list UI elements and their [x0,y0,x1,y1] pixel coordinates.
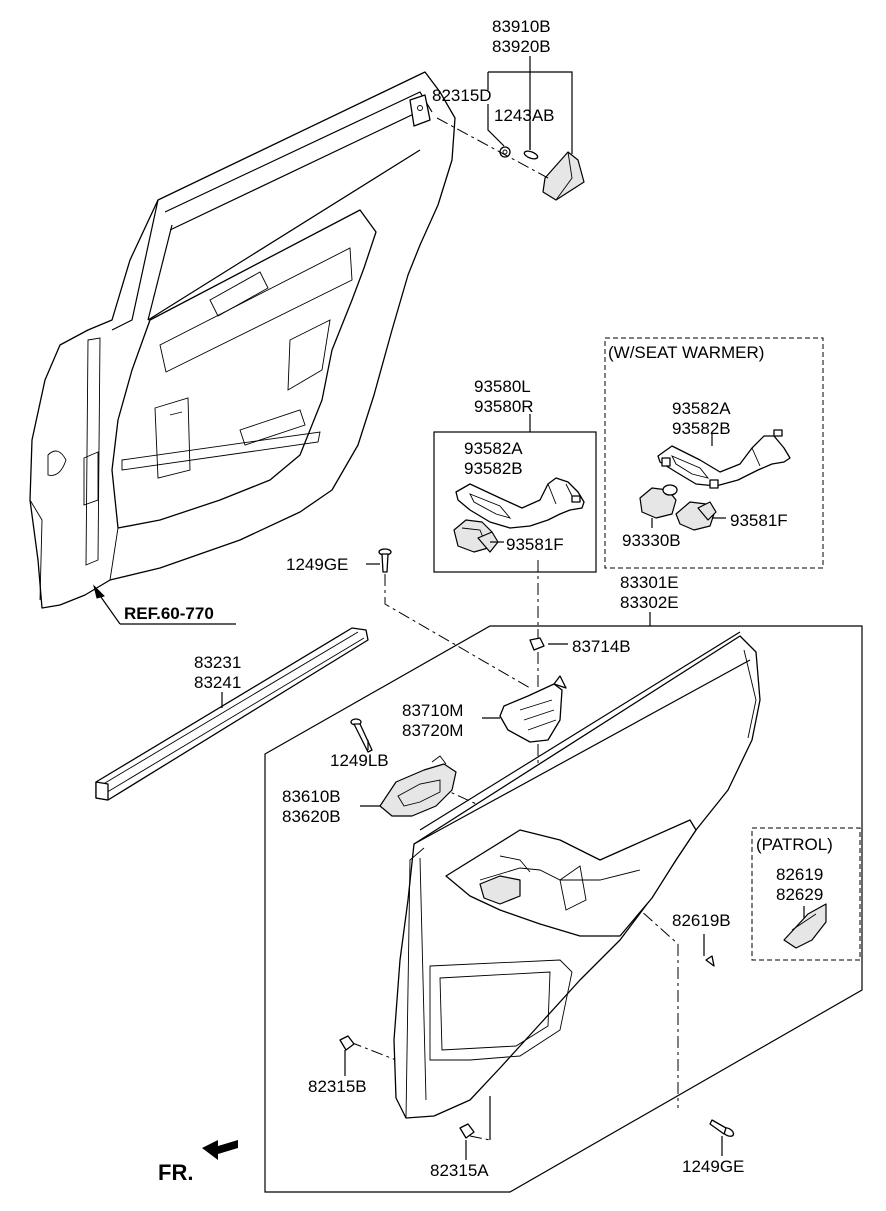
label-1249lb: 1249LB [330,751,389,770]
label-93582b-1: 93582B [464,459,523,478]
label-82619b: 82619B [672,911,731,930]
label-83241: 83241 [194,673,241,692]
label-1249ge-bottom: 1249GE [682,1157,744,1176]
label-82619: 82619 [776,865,823,884]
ref-label: REF.60-770 [124,604,214,623]
seat-warmer-option-box [604,337,824,569]
screw-1243ab [523,150,539,160]
clip-82315d [499,146,511,158]
seat-warmer-switch-part [639,484,678,519]
label-82315a: 82315A [430,1161,489,1180]
weatherstrip-part [95,627,369,801]
label-83610b: 83610B [282,787,341,806]
label-93580r: 93580R [474,397,534,416]
seat-warmer-bezel-part [657,429,791,489]
label-83714b: 83714B [572,637,631,656]
label-82315d: 82315D [432,86,492,105]
label-1243ab: 1243AB [494,106,555,125]
label-93330b: 93330B [622,531,681,550]
patrol-cover-part [783,903,827,949]
screw-1249lb [350,718,373,753]
door-trim-panel-part [393,631,761,1119]
reference-arrow-icon [93,584,236,625]
pull-handle-bracket-part [499,675,567,743]
switch-assembly-box [433,431,597,573]
switch-bezel-part [455,477,585,529]
delta-cover-part [542,151,585,201]
clip-83714b [529,637,545,651]
window-switch-2-part [675,501,717,531]
patrol-title: (PATROL) [756,835,833,854]
seat-warmer-title: (W/SEAT WARMER) [608,343,764,362]
label-82315b: 82315B [308,1077,367,1096]
label-83620b: 83620B [282,807,341,826]
front-label: FR. [158,1160,193,1185]
inside-handle-part [379,755,457,817]
label-82629: 82629 [776,885,823,904]
label-83920b: 83920B [492,37,551,56]
label-93581f-1: 93581F [506,535,564,554]
clip-82315b [339,1035,355,1051]
screw-1249ge-bottom [709,1119,735,1137]
trim-panel-outline [264,625,863,1193]
label-83710m: 83710M [402,701,463,720]
label-93582b-2: 93582B [672,419,731,438]
screw-1249ge-top [378,548,392,573]
clip-82619b [705,955,715,967]
label-93580l: 93580L [474,377,531,396]
label-83720m: 83720M [402,721,463,740]
label-83302e: 83302E [620,593,679,612]
clip-82315a [459,1123,475,1139]
label-83301e: 83301E [620,573,679,592]
window-switch-part [453,519,499,553]
front-direction-arrow-icon [202,1140,238,1160]
label-93581f-2: 93581F [730,511,788,530]
label-83231: 83231 [194,653,241,672]
label-93582a-1: 93582A [464,439,523,458]
label-1249ge-top: 1249GE [286,555,348,574]
label-93582a-2: 93582A [672,399,731,418]
label-83910b: 83910B [492,17,551,36]
door-inner-frame [29,71,456,609]
